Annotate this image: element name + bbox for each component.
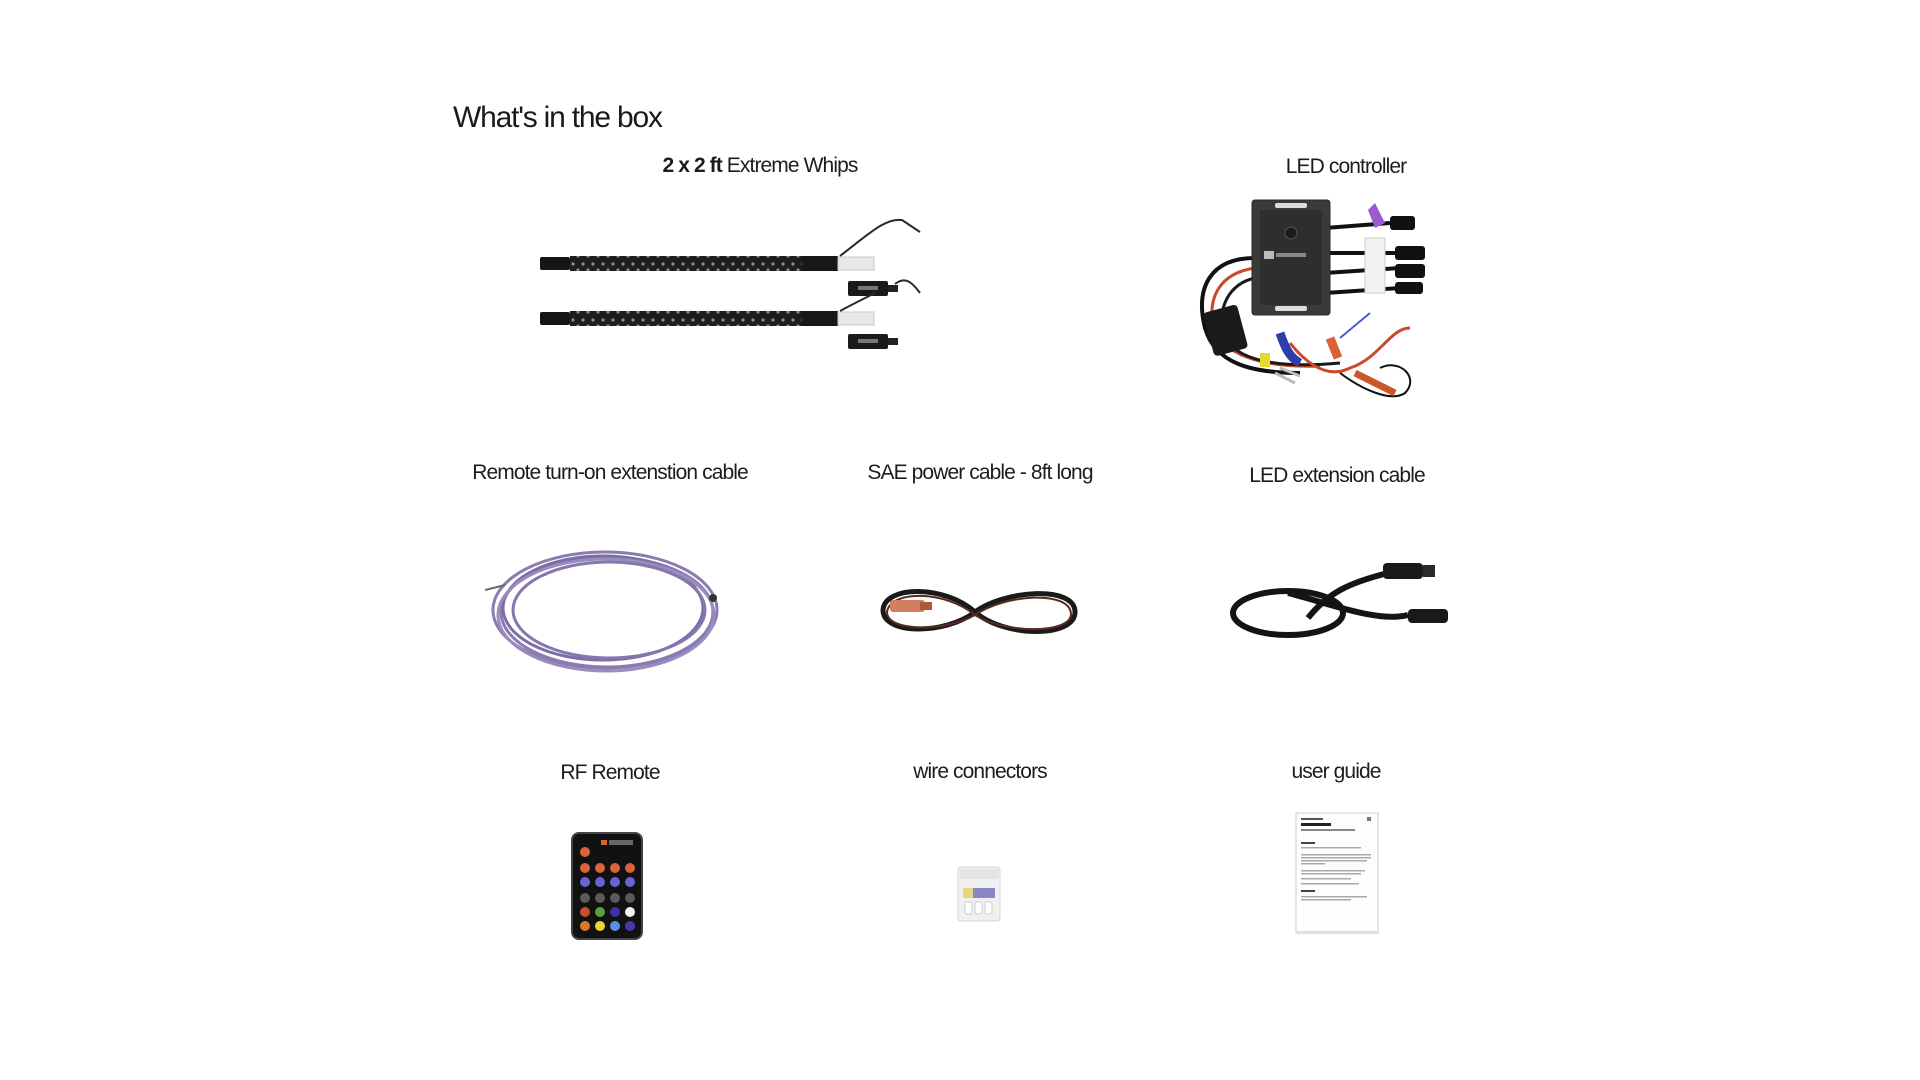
item-label-controller: LED controller	[1285, 155, 1407, 178]
item-label-user-guide: user guide	[1291, 760, 1381, 783]
item-label-rf-remote: RF Remote	[560, 761, 660, 784]
led-whips-image	[540, 218, 930, 353]
wire-connectors-bag-image	[957, 866, 1001, 922]
page-title: What's in the box	[453, 101, 663, 134]
item-label-wire-connectors: wire connectors	[913, 760, 1047, 783]
purple-coiled-cable-image	[485, 540, 730, 680]
sae-power-cable-image	[875, 580, 1085, 645]
led-extension-cable-image	[1228, 553, 1468, 653]
item-label-remote-cable: Remote turn-on extenstion cable	[472, 461, 749, 484]
whips-name: Extreme Whips	[726, 154, 859, 177]
item-label-led-ext-cable: LED extension cable	[1249, 464, 1425, 487]
item-label-sae-cable: SAE power cable - 8ft long	[867, 461, 1093, 484]
user-guide-document-image	[1295, 812, 1381, 936]
led-controller-image	[1190, 198, 1440, 408]
item-label-whips: 2 x 2 ft Extreme Whips	[560, 154, 960, 178]
whips-quantity: 2 x 2 ft	[662, 154, 723, 177]
rf-remote-image	[571, 832, 643, 940]
